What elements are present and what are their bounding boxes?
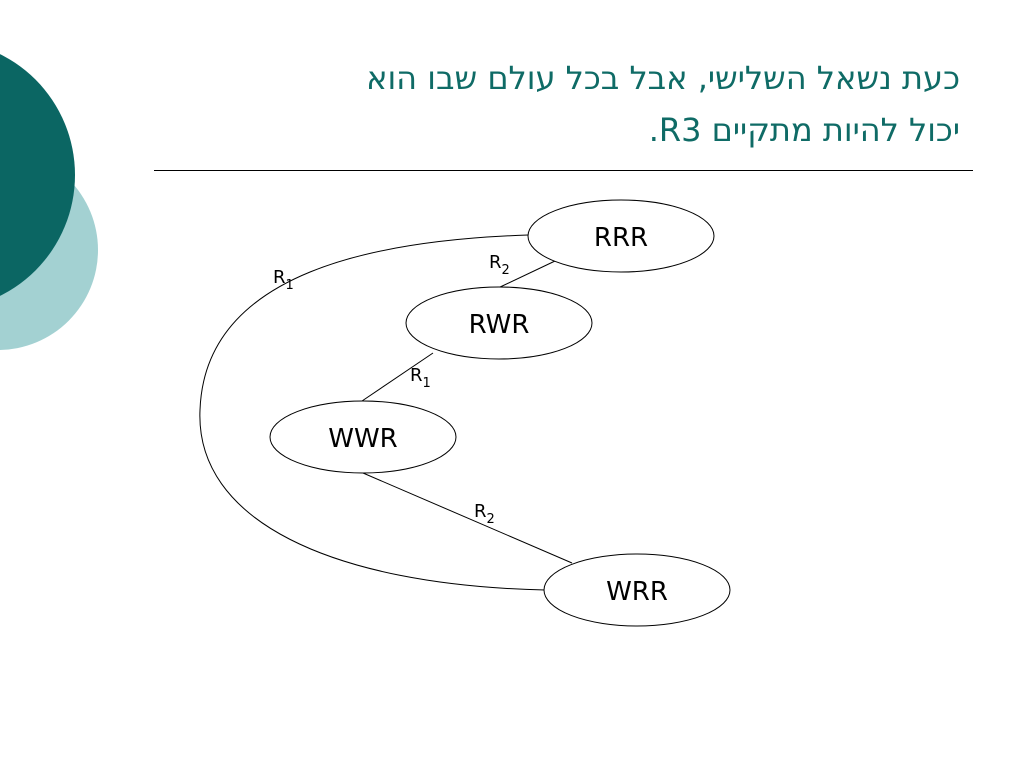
edge-rwr-rrr xyxy=(497,260,556,289)
node-rrr-label: RRR xyxy=(594,223,648,253)
node-wrr: WRR xyxy=(543,553,731,627)
edge-wwr-wrr xyxy=(362,472,573,564)
edge-label-wwr-wrr: R2 xyxy=(474,501,495,527)
edge-label-wwr-rwr: R1 xyxy=(410,365,431,391)
title-divider xyxy=(154,170,973,171)
node-rwr-label: RWR xyxy=(469,310,530,340)
node-wwr: WWR xyxy=(269,400,457,474)
decorative-circle-dark xyxy=(0,54,75,296)
node-rwr-ellipse xyxy=(405,286,593,360)
edge-wwr-rwr xyxy=(361,352,434,402)
node-rrr: RRR xyxy=(527,199,715,273)
node-rrr-ellipse xyxy=(527,199,715,273)
node-wwr-label: WWR xyxy=(328,424,397,454)
slide-title: כעת נשאל השלישי, אבל בכל עולם שבו הוא יכ… xyxy=(160,52,960,156)
decorative-circles xyxy=(0,54,98,350)
node-wwr-ellipse xyxy=(269,400,457,474)
edge-label-rwr-rrr: R2 xyxy=(489,252,510,278)
title-line-1: כעת נשאל השלישי, אבל בכל עולם שבו הוא xyxy=(366,59,960,97)
edge-rrr-wrr-arc xyxy=(199,234,546,591)
edge-label-rrr-wrr: R1 xyxy=(273,267,294,293)
node-rwr: RWR xyxy=(405,286,593,360)
node-wrr-label: WRR xyxy=(606,577,668,607)
title-line-2: יכול להיות מתקיים R3. xyxy=(648,111,960,149)
node-wrr-ellipse xyxy=(543,553,731,627)
